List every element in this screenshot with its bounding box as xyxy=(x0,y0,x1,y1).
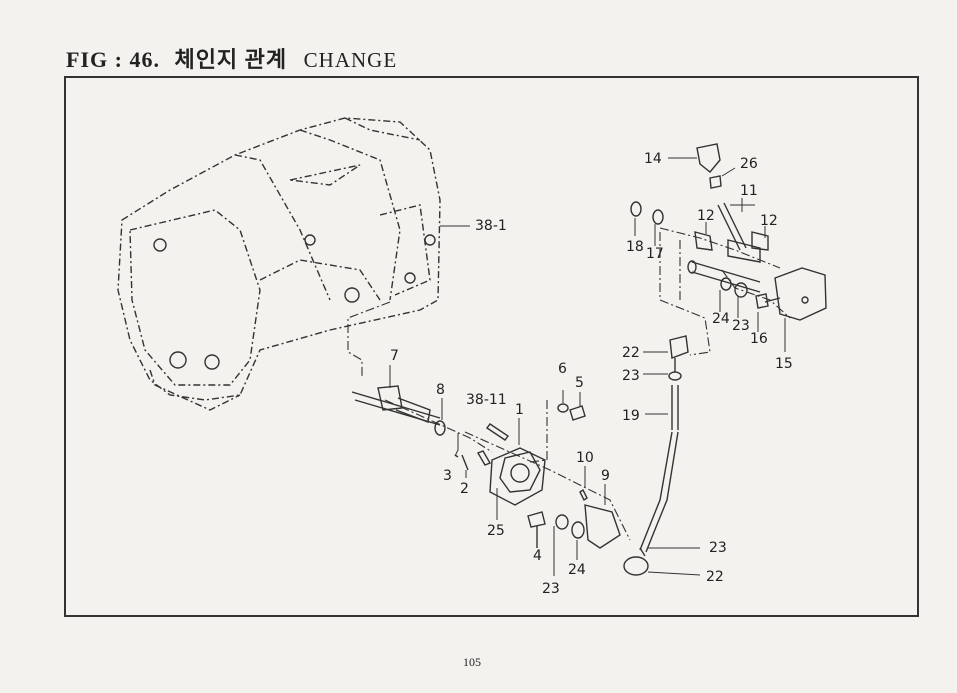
callout-18: 18 xyxy=(626,239,644,255)
shift-knob xyxy=(696,143,721,173)
callout-16: 16 xyxy=(750,331,768,347)
bushing-12-left xyxy=(694,231,713,251)
washer-24-lower xyxy=(571,521,585,539)
bolt-10 xyxy=(579,488,588,502)
washer-6 xyxy=(557,403,569,413)
callout-6: 6 xyxy=(558,361,567,377)
callout-23-right: 23 xyxy=(709,540,727,556)
callout-38-11: 38-11 xyxy=(466,392,507,408)
callout-17: 17 xyxy=(646,246,664,262)
leader-lines xyxy=(389,157,786,576)
nut-26 xyxy=(709,175,722,189)
pin-3 xyxy=(454,454,469,471)
callout-14: 14 xyxy=(644,151,662,167)
pivot-shaft xyxy=(691,261,761,293)
bracket-hole xyxy=(801,296,809,304)
callout-19: 19 xyxy=(622,408,640,424)
figure-number: FIG : 46. xyxy=(66,47,160,72)
shift-shaft xyxy=(351,385,441,426)
bushing-12-right xyxy=(751,231,769,251)
diagram-frame xyxy=(64,76,919,617)
bolt-2 xyxy=(476,450,492,466)
callout-5: 5 xyxy=(575,375,584,391)
callout-8: 8 xyxy=(436,382,445,398)
figure-korean-title: 체인지 관계 xyxy=(174,47,288,72)
callout-4: 4 xyxy=(533,548,542,564)
callout-7: 7 xyxy=(390,348,399,364)
washer-23-upper xyxy=(734,282,748,298)
bolt-38-11 xyxy=(485,423,510,441)
callout-10: 10 xyxy=(576,450,594,466)
callout-12-left: 12 xyxy=(697,208,715,224)
callout-25: 25 xyxy=(487,523,505,539)
housing-detail-circles xyxy=(153,234,436,370)
ball-joint-22-upper xyxy=(669,335,689,359)
nut-23-lower xyxy=(639,547,646,557)
callout-1: 1 xyxy=(515,402,524,418)
callout-22-lower: 22 xyxy=(706,569,724,585)
callout-22-upper: 22 xyxy=(622,345,640,361)
callout-9: 9 xyxy=(601,468,610,484)
callout-3: 3 xyxy=(443,468,452,484)
callout-24-lower: 24 xyxy=(568,562,586,578)
callout-23-upper: 23 xyxy=(622,368,640,384)
control-rod xyxy=(639,385,679,553)
pivot-shaft-end xyxy=(687,260,697,274)
callout-23-lower-left: 23 xyxy=(542,581,560,597)
washer-17 xyxy=(652,209,664,225)
callout-24-upper: 24 xyxy=(712,311,730,327)
page-number: 105 xyxy=(463,655,481,669)
lever-9 xyxy=(584,504,621,549)
washer-18 xyxy=(630,201,642,217)
nut-5 xyxy=(569,405,586,421)
transmission-housing xyxy=(117,117,441,411)
lever-hub xyxy=(727,239,761,263)
callout-26: 26 xyxy=(740,156,758,172)
callout-2: 2 xyxy=(460,481,469,497)
nut-23-upper xyxy=(668,371,682,381)
callout-12-right: 12 xyxy=(760,213,778,229)
callout-38-1: 38-1 xyxy=(475,218,507,234)
shifter-housing xyxy=(489,447,546,506)
callout-23-middle: 23 xyxy=(732,318,750,334)
bolt-16 xyxy=(755,293,781,309)
callout-15: 15 xyxy=(775,356,793,372)
ball-joint-22-lower xyxy=(623,556,649,576)
figure-title: FIG : 46. 체인지 관계 CHANGE xyxy=(66,42,397,74)
washer-8 xyxy=(434,420,446,436)
callout-11: 11 xyxy=(740,183,758,199)
bracket-15 xyxy=(774,267,827,321)
figure-english-title: CHANGE xyxy=(303,48,398,72)
washer-23-lower xyxy=(555,514,569,530)
washer-24-upper xyxy=(720,277,732,291)
